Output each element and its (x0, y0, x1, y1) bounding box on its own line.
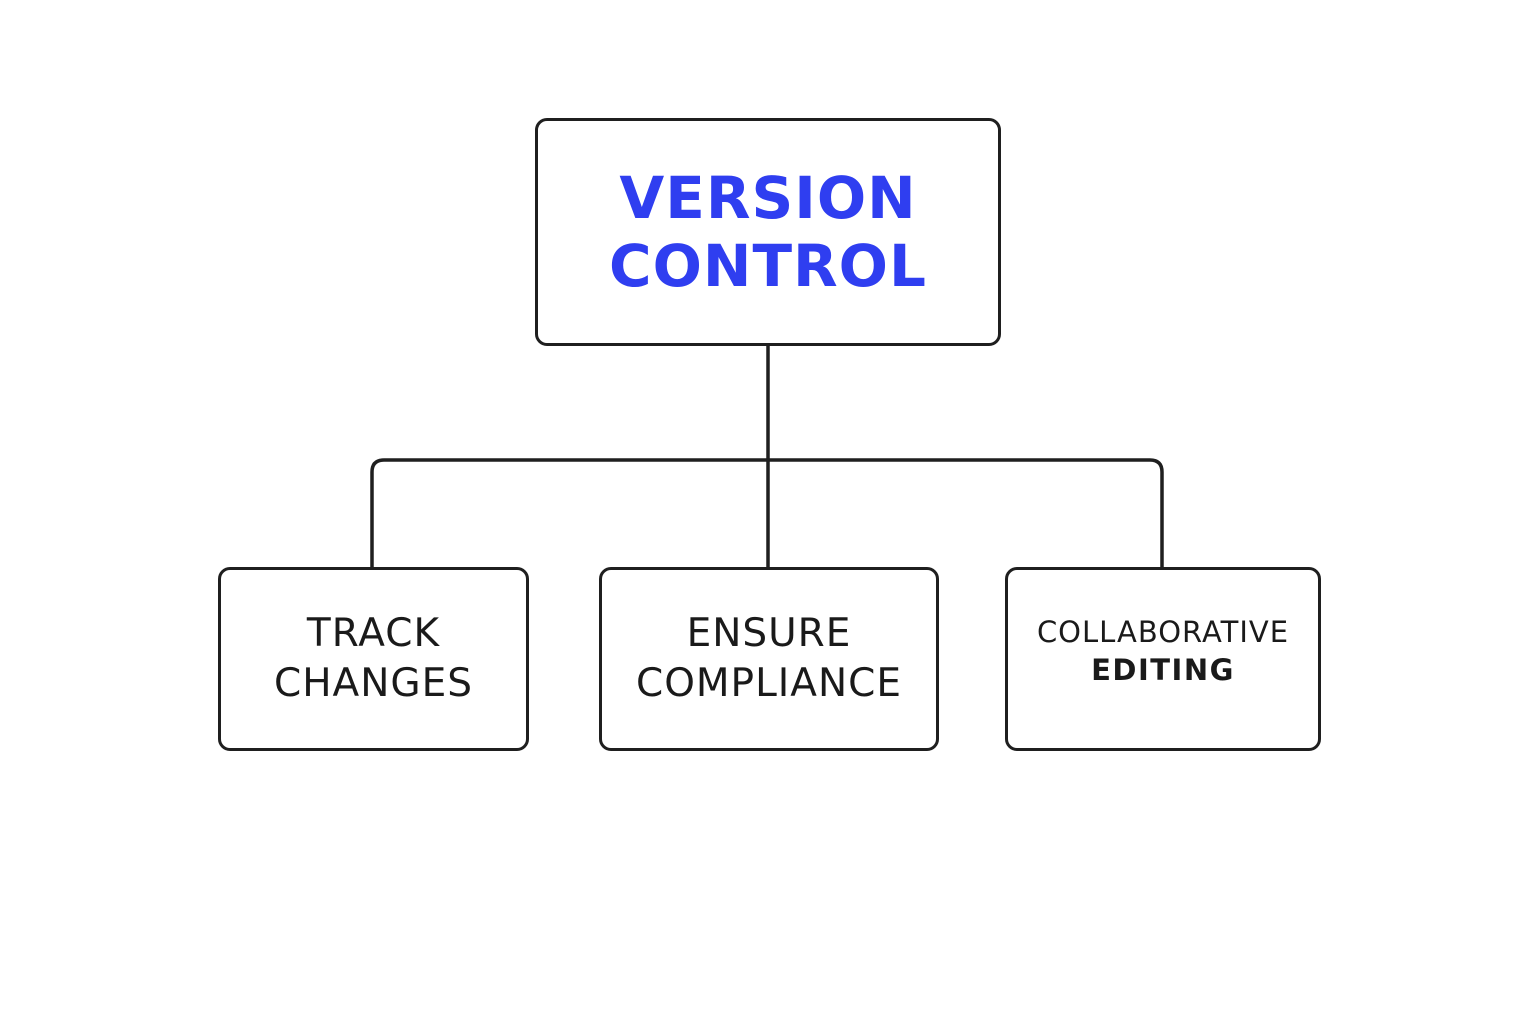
root-label-line-1: VERSION (619, 164, 917, 232)
child-node-track-changes: TRACK CHANGES (218, 567, 529, 751)
track-changes-label-line-1: TRACK (306, 611, 441, 656)
track-changes-label-line-2: CHANGES (273, 661, 474, 706)
ensure-compliance-label-line-2: COMPLIANCE (635, 661, 903, 706)
collaborative-editing-label-line-2: EDITING (1091, 653, 1235, 687)
root-node-version-control: VERSION CONTROL (535, 118, 1001, 346)
collaborative-editing-label-line-1: COLLABORATIVE (1036, 615, 1290, 649)
ensure-compliance-label-line-1: ENSURE (686, 611, 852, 656)
child-node-collaborative-editing: COLLABORATIVE EDITING (1005, 567, 1321, 751)
root-label-line-2: CONTROL (609, 232, 927, 300)
child-node-ensure-compliance: ENSURE COMPLIANCE (599, 567, 939, 751)
